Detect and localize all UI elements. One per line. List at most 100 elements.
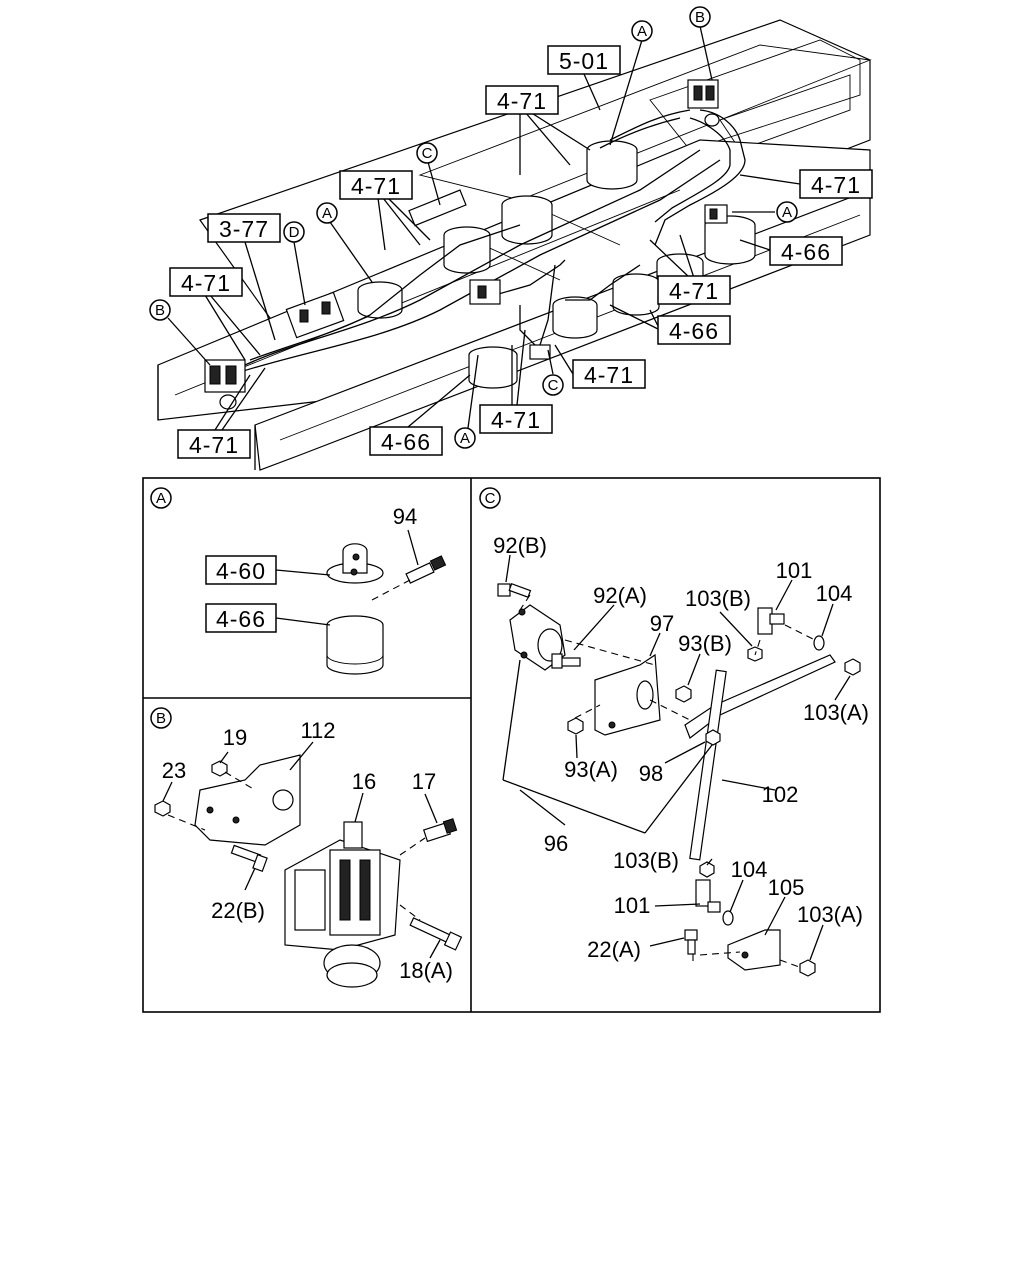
overview-leaders xyxy=(167,25,801,431)
washer-104-top-part xyxy=(813,635,825,651)
callout-a-top: A xyxy=(631,20,653,42)
nut-93b-part xyxy=(675,685,692,703)
svg-text:4-71: 4-71 xyxy=(189,432,239,458)
svg-text:4-71: 4-71 xyxy=(584,362,634,388)
label-17: 17 xyxy=(412,769,436,794)
svg-text:C: C xyxy=(422,145,433,162)
drain-cock-part xyxy=(405,555,447,584)
label-105: 105 xyxy=(768,875,805,900)
svg-text:4-71: 4-71 xyxy=(497,88,547,114)
svg-text:4-66: 4-66 xyxy=(381,429,431,455)
label-103a-top: 103(A) xyxy=(803,700,869,725)
detail-panel-c: C xyxy=(479,487,869,977)
svg-text:4-71: 4-71 xyxy=(491,407,541,433)
ball-joint-101-bottom xyxy=(695,879,721,913)
ref-box-4-60: 4-60 xyxy=(205,555,277,585)
label-18a: 18(A) xyxy=(399,958,453,983)
ref-box-4-66-mid: 4-66 xyxy=(657,315,731,345)
ball-joint-101-top xyxy=(757,607,785,635)
svg-text:A: A xyxy=(322,205,332,222)
relay-valve-front xyxy=(204,359,246,410)
lever-arm-part xyxy=(684,654,836,739)
label-22b: 22(B) xyxy=(211,898,265,923)
air-tank xyxy=(468,346,518,389)
label-98: 98 xyxy=(639,761,663,786)
svg-text:4-66: 4-66 xyxy=(781,239,831,265)
ref-box-4-71-top: 4-71 xyxy=(485,85,559,115)
label-22a: 22(A) xyxy=(587,937,641,962)
air-tank xyxy=(357,281,403,319)
svg-text:4-71: 4-71 xyxy=(811,172,861,198)
panel-a-tag: A xyxy=(150,487,172,509)
label-96: 96 xyxy=(544,831,568,856)
air-tank xyxy=(501,195,553,245)
label-23: 23 xyxy=(162,758,186,783)
fitting-17-part xyxy=(422,818,458,843)
svg-text:4-71: 4-71 xyxy=(351,173,401,199)
air-tank xyxy=(443,226,491,274)
nut-93a-part xyxy=(567,717,584,735)
svg-text:4-66: 4-66 xyxy=(216,606,266,632)
panel-c-tag: C xyxy=(479,487,501,509)
tank-cylinder-part xyxy=(326,615,384,675)
bracket-mid xyxy=(469,279,501,305)
bolt-92b-part xyxy=(497,582,532,598)
ref-box-4-71-mid: 4-71 xyxy=(339,170,413,200)
label-104-top: 104 xyxy=(816,581,853,606)
label-102: 102 xyxy=(762,782,799,807)
callout-a-right: A xyxy=(776,201,798,223)
svg-text:4-71: 4-71 xyxy=(669,278,719,304)
panel-b-tag: B xyxy=(150,707,172,729)
detail-panels-frame xyxy=(142,477,881,1013)
svg-text:A: A xyxy=(637,23,647,40)
link-rod-102-part xyxy=(689,669,727,861)
label-94: 94 xyxy=(393,504,417,529)
label-19: 19 xyxy=(223,725,247,750)
label-103b-top: 103(B) xyxy=(685,586,751,611)
svg-text:C: C xyxy=(548,377,559,394)
valve-right xyxy=(704,204,728,224)
overview-ref-boxes: 5-01 4-71 4-71 3-77 4-71 4-71 4-66 4-71 xyxy=(169,45,873,459)
label-103b-bottom: 103(B) xyxy=(613,848,679,873)
nut-19-part xyxy=(211,760,228,777)
callout-c-mid: C xyxy=(542,374,564,396)
label-93a: 93(A) xyxy=(564,757,618,782)
bracket-c-lower xyxy=(529,344,551,360)
washer-104-bottom-part xyxy=(722,910,734,926)
svg-text:B: B xyxy=(695,9,705,26)
bracket-112-part xyxy=(194,754,301,846)
ref-box-4-71-center-right: 4-71 xyxy=(572,359,646,389)
tank-cap-part xyxy=(326,543,384,584)
svg-text:D: D xyxy=(289,224,300,241)
bolt-18a-part xyxy=(409,917,463,951)
relay-valve-rear xyxy=(687,79,720,127)
ref-box-4-66-panel-a: 4-66 xyxy=(205,603,277,633)
nut-98-part xyxy=(705,729,721,746)
svg-text:B: B xyxy=(156,710,166,727)
label-92a: 92(A) xyxy=(593,583,647,608)
label-16: 16 xyxy=(352,769,376,794)
ref-box-3-77: 3-77 xyxy=(207,213,281,243)
nut-103a-top-part xyxy=(844,658,861,676)
ref-box-5-01: 5-01 xyxy=(547,45,621,75)
callout-d-left: D xyxy=(283,221,305,243)
callout-b-left: B xyxy=(149,299,171,321)
nut-23-part xyxy=(154,800,171,817)
bolt-22a-part xyxy=(684,929,698,955)
callout-a-left: A xyxy=(316,202,338,224)
ref-box-4-71-right-mid: 4-71 xyxy=(657,275,731,305)
svg-text:3-77: 3-77 xyxy=(219,216,269,242)
label-97: 97 xyxy=(650,611,674,636)
air-tank xyxy=(586,140,638,190)
ref-box-4-71-left: 4-71 xyxy=(169,267,243,297)
ref-box-4-66-bottom: 4-66 xyxy=(369,426,443,456)
label-103a-bottom: 103(A) xyxy=(797,902,863,927)
detail-panel-b: B xyxy=(150,707,463,988)
label-101-top: 101 xyxy=(776,558,813,583)
brake-pipes xyxy=(239,109,746,373)
svg-text:A: A xyxy=(782,204,792,221)
ref-box-4-66-right: 4-66 xyxy=(769,236,843,266)
callout-b-top: B xyxy=(689,6,711,28)
valve-d xyxy=(285,291,345,339)
